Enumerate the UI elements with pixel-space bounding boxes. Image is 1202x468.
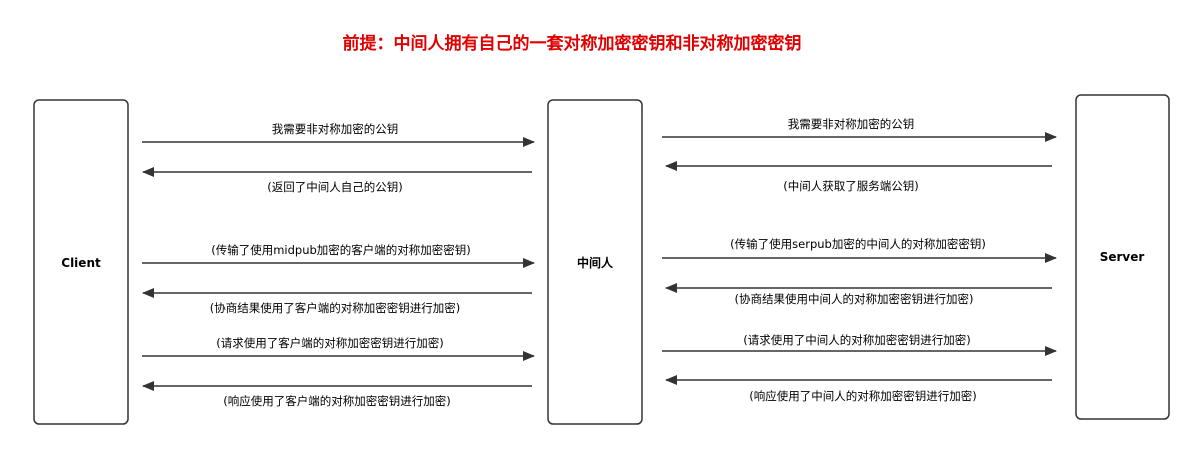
message-label: 我需要非对称加密的公钥 xyxy=(788,117,915,131)
left-message-6: (响应使用了客户端的对称加密密钥进行加密) xyxy=(142,381,532,408)
right-message-3: (传输了使用serpub加密的中间人的对称加密密钥) xyxy=(662,237,1057,263)
left-message-3: (传输了使用midpub加密的客户端的对称加密密钥) xyxy=(142,243,535,268)
message-label: (返回了中间人自己的公钥) xyxy=(267,180,402,194)
left-message-1: 我需要非对称加密的公钥 xyxy=(142,122,535,147)
right-message-4: (协商结果使用中间人的对称加密密钥进行加密) xyxy=(665,283,1052,306)
mitm-label: 中间人 xyxy=(577,255,614,270)
left-message-5: (请求使用了客户端的对称加密密钥进行加密) xyxy=(142,336,535,361)
client-box: Client xyxy=(33,99,129,425)
message-label: (请求使用了客户端的对称加密密钥进行加密) xyxy=(216,336,443,350)
message-label: (中间人获取了服务端公钥) xyxy=(783,179,918,193)
diagram-title: 前提：中间人拥有自己的一套对称加密密钥和非对称加密密钥 xyxy=(343,33,802,54)
client-label: Client xyxy=(61,256,101,270)
left-message-4: (协商结果使用了客户端的对称加密密钥进行加密) xyxy=(142,288,532,315)
right-message-2: (中间人获取了服务端公钥) xyxy=(665,161,1052,193)
right-message-6: (响应使用了中间人的对称加密密钥进行加密) xyxy=(665,375,1052,403)
server-box: Server xyxy=(1075,94,1170,420)
message-label: (传输了使用serpub加密的中间人的对称加密密钥) xyxy=(730,237,986,251)
message-label: (协商结果使用了客户端的对称加密密钥进行加密) xyxy=(210,301,460,315)
server-label: Server xyxy=(1100,250,1145,264)
message-label: (响应使用了中间人的对称加密密钥进行加密) xyxy=(749,389,976,403)
message-label: (响应使用了客户端的对称加密密钥进行加密) xyxy=(223,394,450,408)
left-message-2: (返回了中间人自己的公钥) xyxy=(142,167,532,194)
message-label: 我需要非对称加密的公钥 xyxy=(272,122,399,136)
right-message-5: (请求使用了中间人的对称加密密钥进行加密) xyxy=(662,333,1057,356)
message-label: (协商结果使用中间人的对称加密密钥进行加密) xyxy=(735,292,974,306)
message-label: (传输了使用midpub加密的客户端的对称加密密钥) xyxy=(211,243,471,257)
right-message-1: 我需要非对称加密的公钥 xyxy=(662,117,1057,142)
message-label: (请求使用了中间人的对称加密密钥进行加密) xyxy=(743,333,970,347)
mitm-box: 中间人 xyxy=(547,99,643,425)
